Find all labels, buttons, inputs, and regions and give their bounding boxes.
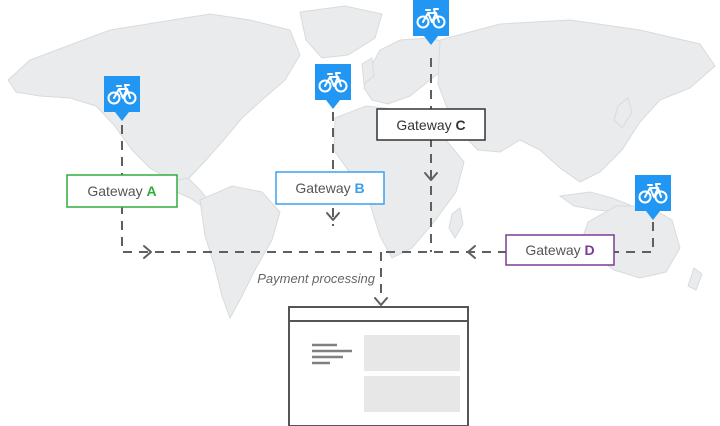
window-text-lines xyxy=(312,343,352,365)
marker-pin xyxy=(104,76,140,121)
location-marker-gateway-c xyxy=(413,0,449,45)
gateway-c-label: Gateway C xyxy=(396,117,465,133)
flow-lines xyxy=(121,58,654,300)
marker-pin xyxy=(315,64,351,109)
bicycle-icon xyxy=(107,84,137,105)
continent-new-zealand xyxy=(687,267,703,291)
location-marker-gateway-a xyxy=(104,76,140,121)
gateway-d-label: Gateway D xyxy=(525,242,594,258)
gateway-a-box: Gateway A xyxy=(66,174,178,208)
continent-madagascar xyxy=(448,207,464,239)
gateway-b-label: Gateway B xyxy=(295,180,364,196)
location-marker-gateway-d xyxy=(635,175,671,220)
marker-pin xyxy=(635,175,671,220)
flow-line-gateway-d xyxy=(384,222,654,253)
bicycle-icon xyxy=(638,183,668,204)
window-content-panel xyxy=(364,335,460,371)
flow-arrowheads xyxy=(143,172,476,306)
gateway-a-label: Gateway A xyxy=(87,183,156,199)
continent-greenland xyxy=(299,5,383,59)
marker-pin xyxy=(413,0,449,45)
window-content-panel xyxy=(364,376,460,412)
browser-window-icon xyxy=(288,306,469,426)
arrow-right-icon xyxy=(143,245,152,259)
continent-japan xyxy=(613,97,633,129)
arrow-down-icon xyxy=(424,172,438,181)
gateway-b-box: Gateway B xyxy=(275,171,385,205)
gateway-d-box: Gateway D xyxy=(505,234,615,266)
arrow-left-icon xyxy=(467,245,476,259)
payment-processing-label: Payment processing xyxy=(257,271,376,286)
continent-asia xyxy=(437,19,716,183)
continent-north-america xyxy=(7,13,301,187)
gateway-c-box: Gateway C xyxy=(376,108,486,141)
continent-uk xyxy=(361,57,375,85)
location-marker-gateway-b xyxy=(315,64,351,109)
arrow-down-icon xyxy=(374,297,388,306)
bicycle-icon xyxy=(318,72,348,93)
arrow-down-icon xyxy=(326,212,340,221)
bicycle-icon xyxy=(416,8,446,29)
